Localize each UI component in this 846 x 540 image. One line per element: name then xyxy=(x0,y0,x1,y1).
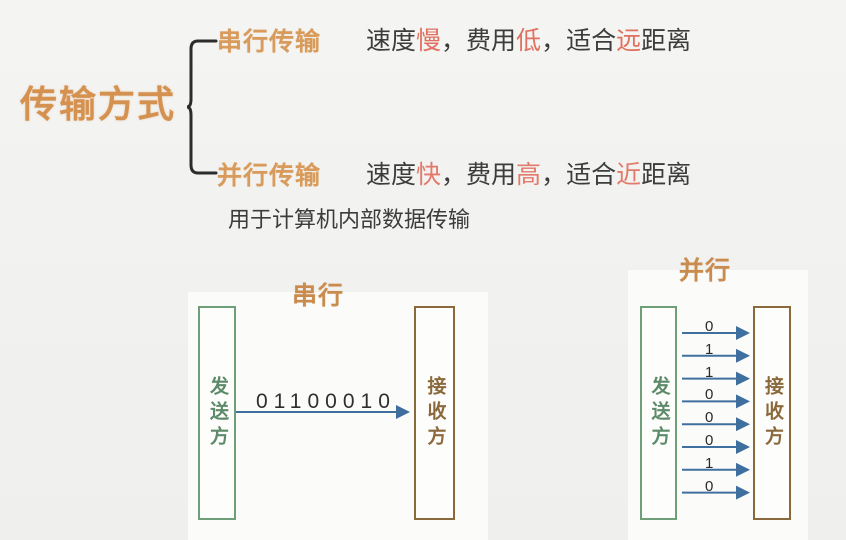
serial-bitstream: 01100010 xyxy=(256,390,396,413)
parallel-bit: 1 xyxy=(705,340,714,358)
serial-diagram-title: 串行 xyxy=(292,283,345,310)
desc-serial-part-3: 低 xyxy=(516,28,542,55)
branch-desc-parallel: 速度快，费用高，适合近距离 xyxy=(366,155,691,191)
desc-serial-part-2: ，费用 xyxy=(441,28,517,55)
parallel-receiver-box: 接收方 xyxy=(753,306,791,520)
parallel-diagram-title: 并行 xyxy=(679,258,732,285)
branch-label-parallel: 并行传输 xyxy=(217,163,322,190)
desc-parallel-part-5: 近 xyxy=(616,162,642,189)
parallel-bit: 0 xyxy=(705,409,714,427)
branch-subnote-parallel: 用于计算机内部数据传输 xyxy=(228,207,471,232)
serial-sender-label: 发送方 xyxy=(206,375,228,451)
desc-parallel-part-1: 快 xyxy=(416,162,442,189)
page-title: 传输方式 xyxy=(20,85,176,126)
desc-serial-part-1: 慢 xyxy=(416,28,442,55)
desc-serial-part-6: 距离 xyxy=(641,28,692,55)
serial-receiver-label: 接收方 xyxy=(424,375,446,451)
parallel-bit: 0 xyxy=(705,318,714,335)
desc-serial-part-5: 远 xyxy=(616,28,642,55)
serial-sender-box: 发送方 xyxy=(198,306,236,520)
parallel-receiver-label: 接收方 xyxy=(761,375,783,451)
brace-connector xyxy=(186,39,218,175)
parallel-sender-label: 发送方 xyxy=(648,375,670,451)
desc-parallel-part-6: 距离 xyxy=(641,162,692,189)
parallel-bit: 0 xyxy=(705,432,714,449)
parallel-bit: 1 xyxy=(705,454,714,472)
branch-desc-serial: 速度慢，费用低，适合远距离 xyxy=(366,21,691,57)
desc-serial-part-0: 速度 xyxy=(366,28,417,55)
desc-parallel-part-3: 高 xyxy=(516,162,542,189)
parallel-bit: 0 xyxy=(705,477,714,495)
desc-parallel-part-0: 速度 xyxy=(366,162,417,189)
parallel-sender-box: 发送方 xyxy=(640,306,677,520)
parallel-bit: 0 xyxy=(705,386,714,404)
branch-label-serial: 串行传输 xyxy=(217,29,322,56)
desc-serial-part-4: ，适合 xyxy=(541,28,617,55)
serial-receiver-box: 接收方 xyxy=(414,306,455,520)
desc-parallel-part-4: ，适合 xyxy=(541,162,617,189)
parallel-bit: 1 xyxy=(705,363,714,381)
desc-parallel-part-2: ，费用 xyxy=(441,162,517,189)
